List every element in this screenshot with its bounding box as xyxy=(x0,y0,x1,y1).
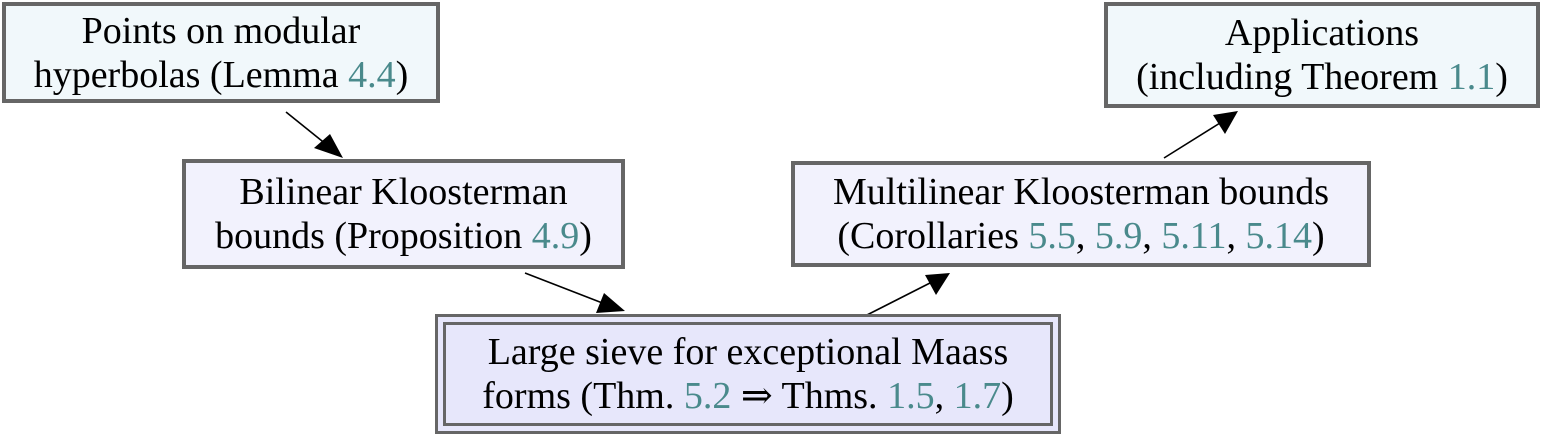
lemma-ref-link[interactable]: 4.4 xyxy=(348,53,396,96)
node-large-sieve: Large sieve for exceptional Maass forms … xyxy=(435,314,1061,434)
corollary-ref-link-1[interactable]: 5.5 xyxy=(1028,215,1076,257)
node-points-on-modular-hyperbolas: Points on modular hyperbolas (Lemma 4.4) xyxy=(2,2,440,103)
separator: , xyxy=(1142,215,1162,257)
node-applications: Applications (including Theorem 1.1) xyxy=(1104,2,1540,108)
node-sieve-line1: Large sieve for exceptional Maass xyxy=(487,331,1009,373)
corollary-ref-link-4[interactable]: 5.14 xyxy=(1245,215,1312,257)
node-bilinear-line2: bounds (Proposition 4.9) xyxy=(215,214,592,258)
node-bilinear-close-paren: ) xyxy=(579,215,592,257)
node-points-close-paren: ) xyxy=(395,53,409,96)
edge-bilinear-to-sieve xyxy=(524,272,625,313)
thm-ref-link-2[interactable]: 1.5 xyxy=(887,375,935,417)
separator: , xyxy=(934,375,954,417)
node-sieve-text: forms (Thm. xyxy=(482,375,684,417)
double-border-frame xyxy=(443,322,1053,426)
edge-points-to-bilinear xyxy=(285,111,343,158)
corollary-ref-link-2[interactable]: 5.9 xyxy=(1094,215,1143,257)
node-points-line1: Points on modular xyxy=(81,9,361,52)
edge-sieve-to-multilinear xyxy=(862,273,950,318)
node-multilinear-line2: (Corollaries 5.5, 5.9, 5.11, 5.14) xyxy=(833,214,1329,258)
node-sieve-line2: forms (Thm. 5.2 ⇒ Thms. 1.5, 1.7) xyxy=(482,374,1013,418)
separator: , xyxy=(1226,215,1246,257)
node-bilinear-text: bounds (Proposition xyxy=(215,215,532,257)
theorem-ref-link[interactable]: 1.1 xyxy=(1447,56,1496,98)
node-applications-close-paren: ) xyxy=(1495,56,1508,98)
node-multilinear-line1: Multilinear Kloosterman bounds xyxy=(832,171,1330,213)
edge-multilinear-to-applications xyxy=(1163,111,1238,159)
node-points-text: hyperbolas (Lemma xyxy=(33,53,349,96)
proposition-ref-link[interactable]: 4.9 xyxy=(531,215,580,257)
corollary-ref-link-3[interactable]: 5.11 xyxy=(1161,215,1227,257)
node-multilinear-close-paren: ) xyxy=(1311,215,1325,257)
node-applications-text: (including Theorem xyxy=(1136,56,1448,98)
node-points-line2: hyperbolas (Lemma 4.4) xyxy=(34,53,409,97)
node-bilinear-kloosterman-bounds: Bilinear Kloosterman bounds (Proposition… xyxy=(182,159,625,269)
thm-ref-link-3[interactable]: 1.7 xyxy=(953,375,1002,417)
node-bilinear-line1: Bilinear Kloosterman xyxy=(239,171,568,213)
node-multilinear-kloosterman-bounds: Multilinear Kloosterman bounds (Corollar… xyxy=(791,161,1371,267)
node-applications-line2: (including Theorem 1.1) xyxy=(1136,55,1508,99)
node-multilinear-text: (Corollaries xyxy=(837,215,1029,257)
implies-text: ⇒ Thms. xyxy=(731,375,888,417)
thm-ref-link-1[interactable]: 5.2 xyxy=(683,375,732,417)
node-sieve-close-paren: ) xyxy=(1001,375,1014,417)
node-applications-line1: Applications xyxy=(1224,12,1420,54)
separator: , xyxy=(1075,215,1095,257)
